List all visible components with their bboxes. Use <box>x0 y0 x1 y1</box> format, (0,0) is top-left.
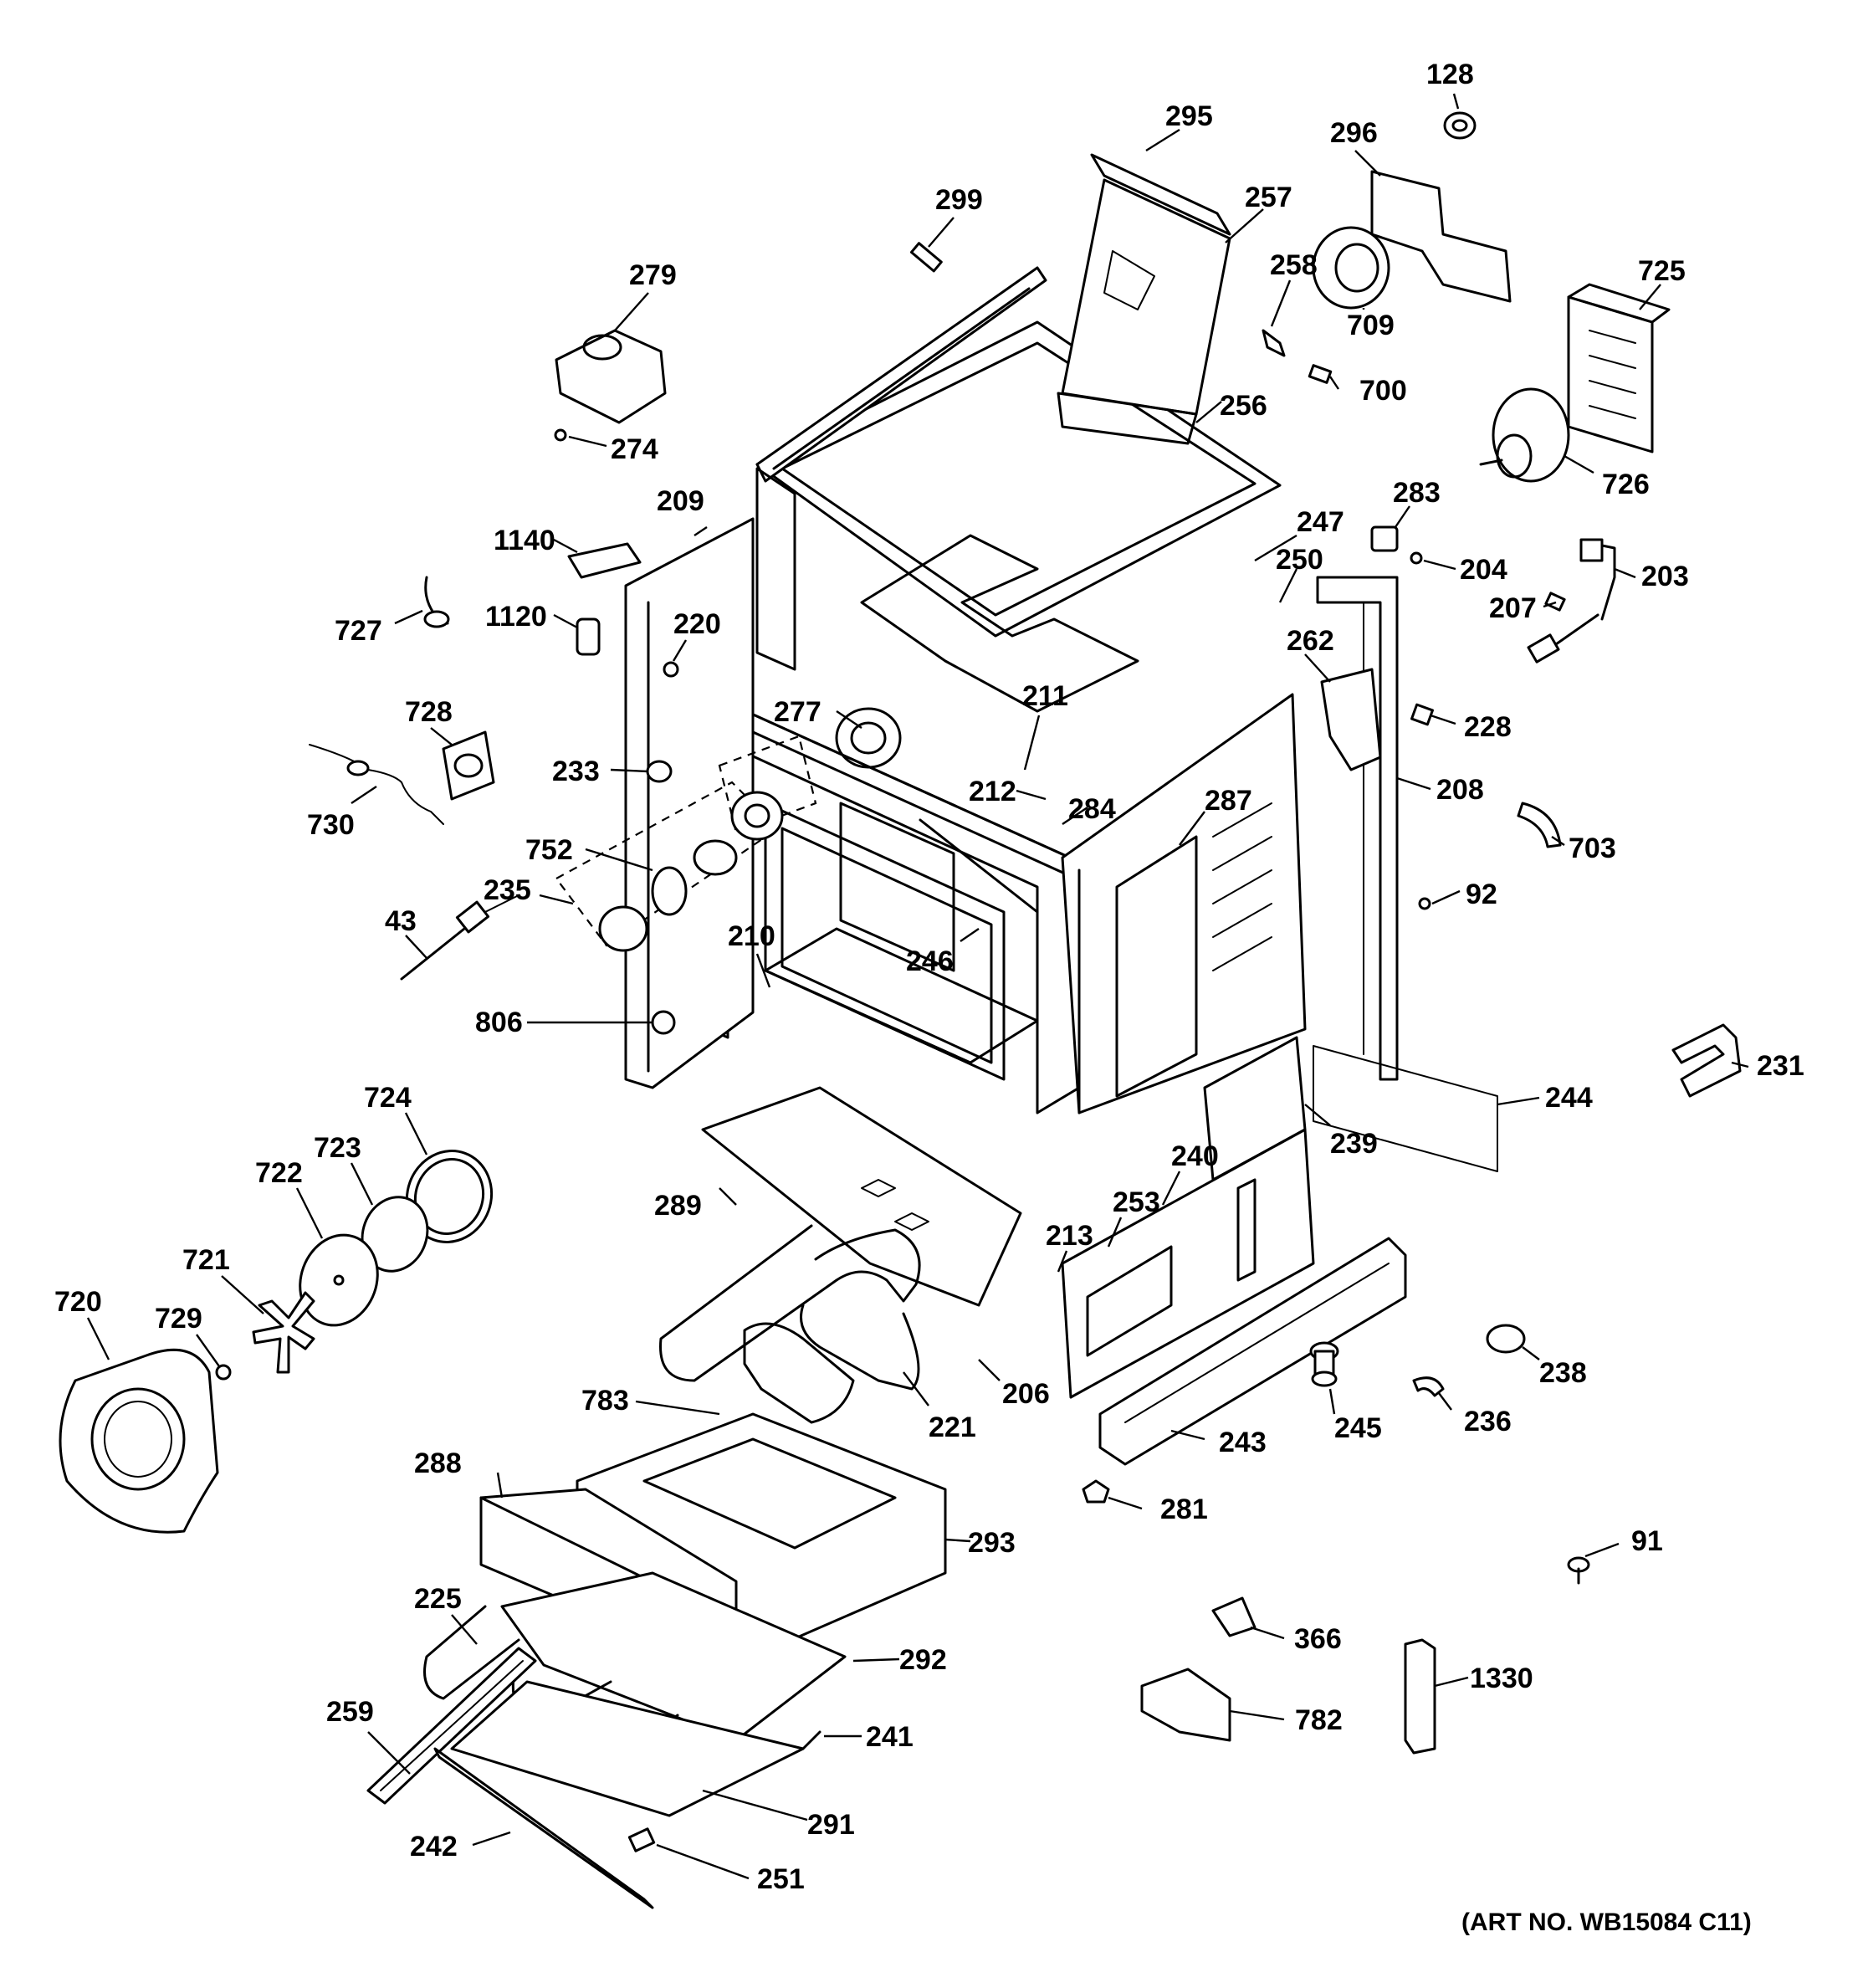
callout-250: 250 <box>1276 544 1323 576</box>
callout-752: 752 <box>525 834 573 866</box>
callout-258: 258 <box>1270 249 1318 281</box>
callout-274: 274 <box>611 433 658 465</box>
callout-259: 259 <box>326 1696 374 1728</box>
callout-211: 211 <box>1022 680 1068 712</box>
callout-709: 709 <box>1347 310 1395 341</box>
lower-parts <box>366 1224 947 1909</box>
callout-296: 296 <box>1330 117 1378 149</box>
callout-207: 207 <box>1489 592 1537 624</box>
callout-723: 723 <box>314 1132 361 1164</box>
callout-722: 722 <box>255 1157 303 1189</box>
callout-291: 291 <box>807 1809 855 1841</box>
leader-lines <box>86 93 1749 1880</box>
callout-228: 228 <box>1464 711 1512 743</box>
callout-253: 253 <box>1113 1186 1160 1218</box>
lower-right-parts <box>1082 1237 1590 1755</box>
callout-235: 235 <box>484 874 531 906</box>
callout-288: 288 <box>414 1447 462 1479</box>
callout-293: 293 <box>968 1527 1016 1559</box>
callout-727: 727 <box>335 615 382 647</box>
callout-213: 213 <box>1046 1220 1093 1252</box>
callout-208: 208 <box>1436 774 1484 806</box>
callout-246: 246 <box>906 945 954 977</box>
callout-238: 238 <box>1539 1357 1587 1389</box>
callout-724: 724 <box>364 1082 412 1114</box>
callout-206: 206 <box>1002 1378 1050 1410</box>
callout-245: 245 <box>1334 1412 1382 1444</box>
callout-244: 244 <box>1545 1082 1593 1114</box>
callout-225: 225 <box>414 1583 462 1615</box>
callout-1120: 1120 <box>485 601 547 633</box>
callout-1140: 1140 <box>494 525 555 556</box>
callout-251: 251 <box>757 1863 805 1895</box>
callout-729: 729 <box>155 1303 202 1335</box>
callout-730: 730 <box>307 809 355 841</box>
callout-720: 720 <box>54 1286 102 1318</box>
callout-221: 221 <box>929 1412 976 1443</box>
callout-43: 43 <box>385 905 417 937</box>
callout-366: 366 <box>1294 1623 1342 1655</box>
callout-212: 212 <box>969 776 1016 807</box>
callout-721: 721 <box>182 1244 230 1276</box>
callout-287: 287 <box>1205 785 1252 817</box>
callout-806: 806 <box>475 1007 523 1038</box>
callout-231: 231 <box>1757 1050 1804 1082</box>
callout-92: 92 <box>1466 879 1497 910</box>
callout-783: 783 <box>581 1385 629 1417</box>
callout-284: 284 <box>1068 793 1116 825</box>
callout-782: 782 <box>1295 1704 1343 1736</box>
callout-239: 239 <box>1330 1128 1378 1160</box>
callout-281: 281 <box>1160 1494 1208 1525</box>
callout-292: 292 <box>899 1644 947 1676</box>
art-number: (ART NO. WB15084 C11) <box>1461 1909 1752 1936</box>
callout-299: 299 <box>935 184 983 216</box>
callout-725: 725 <box>1638 255 1686 287</box>
callout-240: 240 <box>1171 1140 1219 1172</box>
callout-labels: 128 295 296 299 257 279 258 725 709 700 … <box>54 59 1804 1936</box>
callout-243: 243 <box>1219 1427 1267 1458</box>
convection-fan-parts <box>59 1150 494 1534</box>
callout-128: 128 <box>1426 59 1474 90</box>
callout-91: 91 <box>1631 1525 1663 1557</box>
vent-duct <box>1057 153 1231 445</box>
callout-247: 247 <box>1297 506 1344 538</box>
left-parts <box>309 242 943 1035</box>
callout-700: 700 <box>1359 375 1407 407</box>
callout-236: 236 <box>1464 1406 1512 1437</box>
callout-203: 203 <box>1641 561 1689 592</box>
callout-204: 204 <box>1460 554 1507 586</box>
callout-233: 233 <box>552 756 600 787</box>
upper-right-parts <box>1262 111 1742 1098</box>
callout-295: 295 <box>1165 100 1213 132</box>
callout-220: 220 <box>673 608 721 640</box>
callout-726: 726 <box>1602 469 1650 500</box>
callout-241: 241 <box>866 1721 914 1753</box>
callout-209: 209 <box>657 485 704 517</box>
callout-257: 257 <box>1245 182 1292 213</box>
callout-289: 289 <box>654 1190 702 1222</box>
callout-256: 256 <box>1220 390 1267 422</box>
callout-1330: 1330 <box>1470 1663 1533 1694</box>
callout-242: 242 <box>410 1831 458 1862</box>
callout-277: 277 <box>774 696 821 728</box>
callout-728: 728 <box>405 696 453 728</box>
callout-279: 279 <box>629 259 677 291</box>
callout-210: 210 <box>728 920 775 952</box>
callout-283: 283 <box>1393 477 1441 509</box>
callout-703: 703 <box>1569 833 1616 864</box>
callout-262: 262 <box>1287 625 1334 657</box>
